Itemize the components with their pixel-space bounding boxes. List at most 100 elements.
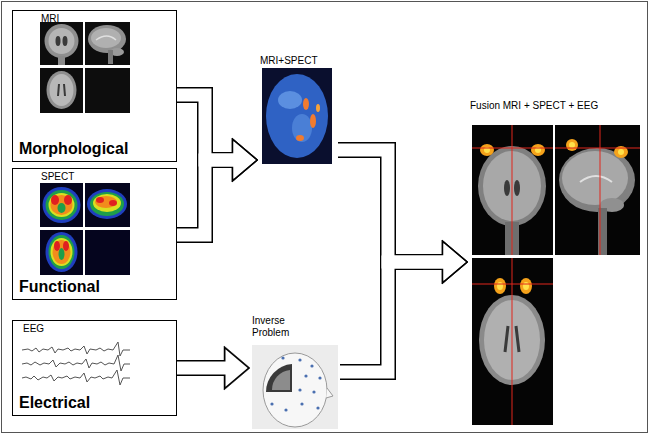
arrowhead-fill	[444, 243, 466, 281]
mri-thumbnails-part	[58, 84, 65, 96]
image-label: MRI	[41, 13, 59, 25]
fusion-views-part-part	[618, 149, 624, 155]
fusion-views-part-part	[569, 142, 575, 148]
head-model-part	[266, 364, 292, 392]
head-model-part	[252, 345, 338, 429]
mri-thumbnails-part	[108, 50, 113, 64]
spect-thumbnails-part	[96, 197, 104, 203]
fusion-views-part-part	[600, 125, 601, 255]
mri-thumbnails-part	[91, 28, 121, 48]
arrowhead-fill	[234, 141, 256, 179]
arrowhead-fill	[226, 349, 248, 387]
mri-thumbnails-part	[49, 28, 75, 54]
spect-thumbnails-part	[63, 241, 69, 251]
spect-thumbnails-part	[49, 193, 75, 217]
spect-thumbnails-part	[51, 238, 73, 266]
spect-thumbnails	[40, 183, 130, 275]
arrowhead-outline	[442, 240, 468, 284]
fusion-views-part-part	[512, 125, 513, 255]
head-model-part-part	[281, 356, 284, 359]
mri-spect-render-part	[278, 91, 302, 109]
head-model-part-part	[270, 402, 273, 405]
spect-thumbnails-part	[87, 189, 127, 219]
mri-thumbnails-part	[40, 68, 83, 113]
spect-thumbnails-part	[49, 235, 75, 269]
mri-thumbnails-part	[63, 36, 68, 46]
block-arrow-fill	[177, 95, 234, 160]
mri-spect-render	[262, 68, 332, 164]
fusion-views-part	[562, 151, 628, 205]
eeg-traces-part	[22, 342, 130, 356]
fusion-views-part	[555, 125, 640, 255]
head-model-part-part	[298, 388, 301, 391]
mri-spect-render-part	[303, 98, 309, 110]
spect-thumbnails-part	[40, 183, 83, 227]
mri-thumbnails-part	[96, 36, 116, 40]
modality-label: Electrical	[19, 393, 90, 412]
fusion-views-part-part	[472, 284, 553, 285]
spect-thumbnails-part	[40, 230, 83, 275]
spect-thumbnails-part	[85, 230, 130, 275]
eeg-traces	[22, 342, 130, 385]
arrowhead-outline	[224, 346, 250, 390]
fusion-views-part-part	[472, 148, 553, 149]
mri-thumbnails-part	[47, 71, 77, 109]
fusion-views-part-part	[494, 278, 506, 294]
image-label: MRI+SPECT	[260, 55, 318, 67]
mri-thumbnails-part	[56, 36, 61, 46]
eeg-traces-part	[22, 355, 130, 371]
mri-spect-render-part	[292, 114, 312, 142]
block-arrow-fill	[338, 150, 444, 262]
mri-thumbnails-part	[45, 24, 79, 58]
fusion-views-part-part	[523, 282, 529, 290]
image-label: Inverse Problem	[252, 315, 304, 339]
block-arrow-fill	[177, 362, 226, 375]
arrow-fill-layer	[177, 95, 466, 387]
modality-box: MRIMorphological	[12, 10, 177, 162]
fusion-views-part	[470, 125, 640, 425]
arrowhead-fill	[234, 141, 256, 179]
image-panel: Fusion MRI + SPECT + EEG	[468, 98, 643, 428]
fusion-views-part	[472, 125, 640, 425]
fusion-views-part	[504, 180, 510, 196]
block-arrow-fill	[177, 160, 234, 235]
image-panel: MRI+SPECT	[258, 55, 338, 175]
spect-thumbnails-part	[43, 187, 81, 223]
arrow-outline-layer	[177, 95, 468, 390]
mri-spect-render-part	[262, 68, 332, 164]
fusion-views-part-part	[566, 139, 578, 151]
modality-label: Functional	[19, 277, 100, 296]
spect-thumbnails-part	[46, 232, 78, 272]
mri-thumbnails-part	[58, 56, 65, 65]
fusion-views-part	[580, 176, 612, 182]
image-label: EEG	[23, 323, 44, 335]
mri-thumbnails-part	[85, 68, 130, 113]
fusion-views	[470, 125, 640, 425]
mri-spect-render-part	[310, 114, 316, 128]
fusion-views-part-part	[480, 144, 494, 156]
modality-box: SPECT Functional	[12, 168, 177, 300]
spect-thumbnails-part	[54, 241, 60, 251]
spect-thumbnails-part	[64, 195, 72, 205]
block-arrow-fill	[340, 262, 444, 372]
arrowhead-outline	[232, 138, 258, 182]
head-model-part-part	[312, 390, 315, 393]
head-model-part	[272, 370, 290, 390]
head-model-part	[263, 353, 327, 427]
image-label: Fusion MRI + SPECT + EEG	[470, 100, 598, 112]
mri-thumbnails-part	[40, 22, 83, 65]
fusion-views-part-part	[555, 148, 640, 149]
image-label: SPECT	[41, 171, 74, 183]
spect-thumbnails-part	[95, 196, 117, 208]
arrowhead-fill	[444, 243, 466, 281]
head-model-part-part	[318, 376, 321, 379]
head-model-part	[270, 356, 321, 411]
spect-thumbnails-part	[109, 200, 117, 206]
spect-thumbnails-part	[85, 183, 130, 227]
arrowhead-outline	[232, 138, 258, 182]
fusion-views-part	[480, 139, 628, 294]
